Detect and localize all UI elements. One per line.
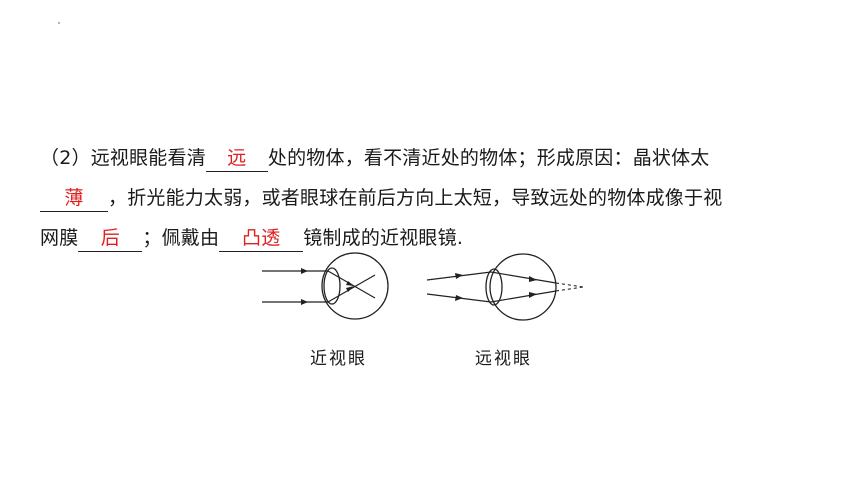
myopia-eye-diagram bbox=[262, 252, 389, 320]
corner-dot bbox=[58, 22, 60, 24]
arrowhead bbox=[301, 299, 308, 305]
arrowhead bbox=[455, 273, 463, 279]
arrowhead bbox=[346, 281, 354, 286]
line3-suffix: 镜制成的近视眼镜. bbox=[303, 227, 464, 249]
arrowhead bbox=[301, 268, 308, 274]
lens-ellipse bbox=[323, 267, 341, 305]
line2-suffix: ，折光能力太弱，或者眼球在前后方向上太短，导致远处的物体成像于视 bbox=[108, 187, 723, 209]
answer-blank-thin: 薄 bbox=[40, 185, 108, 212]
myopia-caption: 近视眼 bbox=[310, 349, 367, 369]
line3-middle: ；佩戴由 bbox=[142, 227, 220, 249]
answer-blank-far: 远 bbox=[205, 145, 268, 172]
refracted-ray bbox=[490, 271, 557, 284]
line1-suffix: 处的物体，看不清近处的物体；形成原因：晶状体太 bbox=[267, 147, 710, 169]
line3-prefix: 网膜 bbox=[40, 227, 79, 249]
eyeball-circle bbox=[489, 253, 557, 321]
eyeball-circle bbox=[321, 252, 389, 320]
paragraph-line-1: （2）远视眼能看清远处的物体，看不清近处的物体；形成原因：晶状体太 bbox=[40, 138, 830, 178]
paragraph-line-3: 网膜后；佩戴由凸透镜制成的近视眼镜. bbox=[40, 218, 830, 258]
virtual-ray bbox=[555, 282, 584, 288]
hyperopia-caption: 远视眼 bbox=[475, 349, 532, 369]
lens-ellipse bbox=[485, 268, 503, 306]
paragraph-line-2: 薄，折光能力太弱，或者眼球在前后方向上太短，导致远处的物体成像于视 bbox=[40, 178, 830, 218]
answer-blank-behind: 后 bbox=[78, 225, 143, 252]
hyperopia-eye-diagram bbox=[426, 253, 584, 321]
arrowhead bbox=[346, 286, 354, 292]
arrowhead bbox=[455, 295, 463, 301]
arrowhead bbox=[529, 276, 537, 282]
answer-blank-convex: 凸透 bbox=[219, 225, 304, 252]
refracted-ray bbox=[490, 290, 557, 303]
virtual-ray bbox=[555, 286, 584, 292]
arrowhead bbox=[529, 292, 537, 298]
line1-prefix: （2）远视眼能看清 bbox=[40, 147, 206, 169]
question-paragraph: （2）远视眼能看清远处的物体，看不清近处的物体；形成原因：晶状体太 薄，折光能力… bbox=[40, 138, 830, 258]
